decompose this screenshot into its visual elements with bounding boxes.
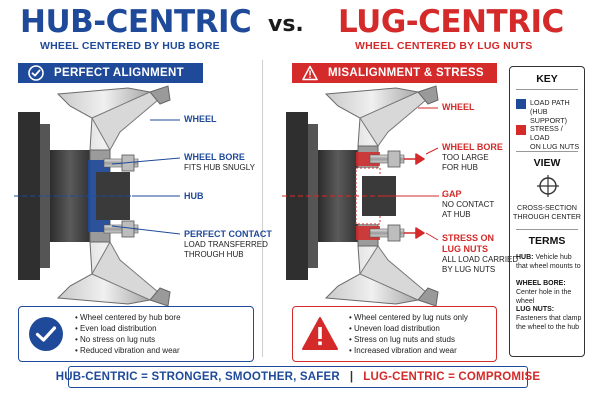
list-item: Increased vibration and wear [349, 345, 468, 356]
lug-nut-upper [387, 150, 401, 168]
list-item: Reduced vibration and wear [75, 345, 181, 356]
list-item: Even load distribution [75, 323, 181, 334]
warning-icon [302, 317, 338, 350]
key-divider [516, 89, 578, 90]
stress-arrow-upper [404, 153, 425, 165]
misalignment-stress-header: MISALIGNMENT & STRESS [292, 63, 497, 83]
view-title: VIEW [533, 157, 561, 169]
key-divider [516, 151, 578, 152]
lug-nut-lower [387, 224, 401, 242]
view-description: CROSS-SECTION THROUGH CENTER [513, 203, 581, 221]
key-divider [516, 229, 578, 230]
wheel-spoke-lower [359, 245, 427, 301]
panel-divider [262, 60, 263, 357]
footer-hub-centric: HUB-CENTRIC = STRONGER, SMOOTHER, SAFER [55, 371, 340, 383]
callout-wheel: WHEEL [184, 114, 217, 124]
footer-lug-centric: LUG-CENTRIC = COMPROMISE [363, 371, 541, 383]
versus-label: vs. [268, 12, 304, 37]
lug-centric-diagram [282, 85, 444, 307]
lug-centric-title: LUG-CENTRIC [338, 4, 564, 40]
hub-centric-summary: Wheel centered by hub bore Even load dis… [18, 306, 254, 362]
list-item: Wheel centered by hub bore [75, 312, 181, 323]
callout-hub: HUB [184, 191, 204, 201]
header-label: MISALIGNMENT & STRESS [328, 67, 484, 79]
term-lug-nuts: LUG NUTS: Fasteners that clamp the wheel… [516, 306, 582, 331]
brake-disc [286, 112, 308, 280]
key-title: KEY [536, 73, 558, 85]
wheel-spoke-upper [359, 91, 427, 147]
hub-centric-title: HUB-CENTRIC [20, 4, 252, 40]
wheel-barrel [149, 85, 171, 307]
hub-centric-benefits: Wheel centered by hub bore Even load dis… [75, 312, 181, 356]
leader-perfect-contact [111, 225, 181, 235]
lug-centric-summary: Wheel centered by lug nuts only Uneven l… [292, 306, 497, 362]
footer-banner: HUB-CENTRIC = STRONGER, SMOOTHER, SAFER … [56, 366, 540, 388]
stress-arrow-lower [404, 227, 425, 239]
callout-wheel-bore: WHEEL BORE TOO LARGE FOR HUB [442, 142, 503, 172]
brake-disc-face [308, 124, 318, 268]
lug-centric-drawbacks: Wheel centered by lug nuts only Uneven l… [349, 312, 468, 356]
stress-label: STRESS / LOAD ON LUG NUTS [530, 124, 580, 151]
lug-centric-subtitle: WHEEL CENTERED BY LUG NUTS [355, 40, 533, 52]
check-circle-icon [29, 317, 63, 351]
wheel-barrel [417, 85, 439, 307]
callout-gap: GAP NO CONTACT AT HUB [442, 189, 495, 219]
wheel-spoke-upper [91, 91, 159, 152]
leader-wheel-bore [425, 147, 439, 155]
callout-wheel: WHEEL [442, 102, 475, 112]
wheel-spoke-lower [91, 240, 159, 301]
key-panel: KEY LOAD PATH (HUB SUPPORT) STRESS / LOA… [509, 66, 585, 357]
list-item: Wheel centered by lug nuts only [349, 312, 468, 323]
list-item: No stress on lug nuts [75, 334, 181, 345]
term-hub: HUB: Vehicle hub that wheel mounts to [516, 254, 581, 270]
list-item: Uneven load distribution [349, 323, 468, 334]
brake-disc [18, 112, 40, 280]
check-circle-icon [26, 63, 46, 83]
load-path-swatch [516, 99, 526, 109]
brake-disc-face [40, 124, 50, 268]
stress-swatch [516, 125, 526, 135]
callout-stress-lug-nuts: STRESS ON LUG NUTS ALL LOAD CARRIED BY L… [442, 233, 519, 274]
load-path-label: LOAD PATH (HUB SUPPORT) [530, 98, 570, 125]
callout-perfect-contact: PERFECT CONTACT LOAD TRANSFERRED THROUGH… [184, 229, 272, 259]
leader-stress [425, 232, 439, 241]
hub-centric-diagram [14, 85, 181, 307]
lug-nut-lower [121, 220, 135, 238]
perfect-alignment-header: PERFECT ALIGNMENT [18, 63, 203, 83]
list-item: Stress on lug nuts and studs [349, 334, 468, 345]
leader-wheel-bore [111, 157, 181, 165]
header-label: PERFECT ALIGNMENT [54, 67, 184, 79]
crosshair-icon [537, 175, 559, 197]
callout-wheel-bore: WHEEL BORE FITS HUB SNUGLY [184, 152, 255, 172]
footer-separator: | [349, 371, 354, 383]
terms-title: TERMS [528, 235, 566, 247]
hub-centric-subtitle: WHEEL CENTERED BY HUB BORE [40, 40, 220, 52]
warning-icon [300, 63, 320, 83]
term-wheel-bore: WHEEL BORE: Center hole in the wheel [516, 280, 572, 305]
